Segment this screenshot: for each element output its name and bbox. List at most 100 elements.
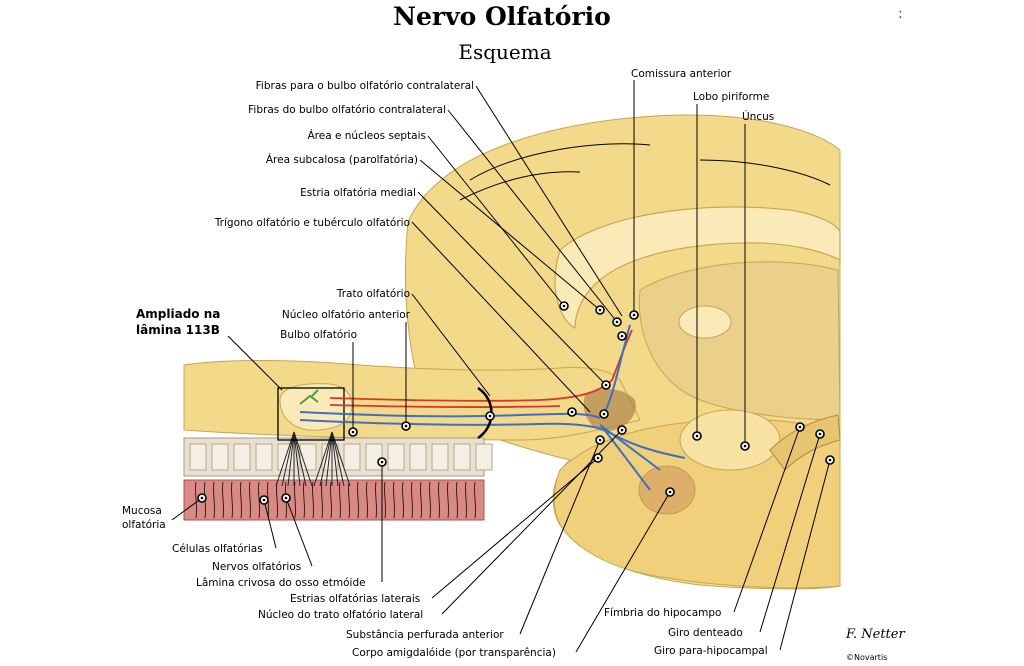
copyright-note: ©Novartis (846, 653, 887, 662)
olfactory-mucosa (183, 479, 485, 521)
olfactory-cell (194, 481, 198, 519)
gyrus-line (469, 143, 651, 181)
olfactory-cell (239, 481, 243, 519)
marker (377, 457, 387, 467)
bone-cells (189, 443, 493, 471)
marker (348, 427, 358, 437)
label-substancia: Substância perfurada anterior (346, 629, 504, 641)
label-bulbo: Bulbo olfatório (280, 329, 357, 341)
nasal-region (183, 387, 493, 521)
olfactory-cell (320, 481, 324, 519)
label-nervos: Nervos olfatórios (212, 561, 301, 573)
leader-fibras-do (447, 109, 618, 323)
olfactory-cell (473, 481, 477, 519)
marker (593, 453, 603, 463)
marker (197, 493, 207, 503)
label-nucleo-lateral: Núcleo do trato olfatório lateral (258, 609, 423, 621)
label-area-septais: Área e núcleos septais (307, 129, 426, 142)
olfactory-nerve-fiber (319, 431, 333, 487)
diagram-subtitle: Esquema (458, 40, 552, 64)
marker (595, 435, 605, 445)
olfactory-nerve-fiber (293, 431, 313, 487)
label-uncus: Úncus (742, 110, 774, 123)
marker (612, 317, 622, 327)
leader-giro-para (779, 459, 831, 651)
lateral-stria-fiber (604, 429, 686, 459)
bulb-neuron (299, 389, 319, 405)
olfactory-cell (221, 481, 225, 519)
bone-cell (255, 443, 273, 471)
olfactory-cell (437, 481, 441, 519)
leader-trato (411, 293, 491, 397)
olfactory-cell (446, 481, 450, 519)
olfactory-cell (428, 481, 432, 519)
diagram-title: Nervo Olfatório (393, 2, 611, 31)
olfactory-cell (329, 481, 333, 519)
olfactory-nerve-fiber (331, 431, 351, 487)
leader-celulas (263, 499, 277, 549)
fiber-pathways (299, 324, 686, 491)
medial-stria-fiber (604, 324, 631, 413)
marker (692, 431, 702, 441)
marker (599, 409, 609, 419)
uncus-bulge (679, 409, 781, 471)
olfactory-cell (419, 481, 423, 519)
callout-line-1: Ampliado na (136, 307, 220, 321)
leader-area-septais (427, 135, 565, 307)
leader-area-subcalosa (419, 159, 601, 311)
olfactory-nerve-fiber (281, 431, 295, 487)
gyrus-line (699, 159, 831, 186)
label-mucosa-1: Mucosa (122, 505, 162, 517)
olfactory-cells-row (194, 431, 477, 519)
afferent-fiber (299, 419, 606, 431)
marker (740, 441, 750, 451)
marker (617, 425, 627, 435)
artist-signature: F. Netter (845, 627, 905, 642)
leader-estria-medial (417, 191, 607, 386)
lateral-stria-fiber (602, 427, 651, 491)
marker (795, 422, 805, 432)
label-lamina: Lâmina crivosa do osso etmóide (196, 577, 366, 589)
label-giro-para: Giro para-hipocampal (654, 645, 768, 657)
olfactory-cell (293, 481, 297, 519)
marker (825, 455, 835, 465)
afferent-fiber (299, 411, 601, 419)
marker (401, 421, 411, 431)
callout-line-2: lâmina 113B (136, 323, 220, 337)
label-corpo-amigdaloide: Corpo amigdalóide (por transparência) (352, 647, 556, 659)
thalamic-region (638, 261, 841, 421)
label-mucosa-2: olfatória (122, 519, 166, 531)
leader-substancia (519, 439, 601, 635)
leader-ampliado (227, 335, 283, 391)
marker (617, 331, 627, 341)
olfactory-cell (401, 481, 405, 519)
marker (259, 495, 269, 505)
label-comissura: Comissura anterior (631, 68, 732, 80)
leader-trigono (411, 221, 591, 413)
olfactory-nerve-fiber (331, 431, 339, 487)
marker (567, 407, 577, 417)
efferent-fiber (329, 329, 633, 402)
leader-mucosa (171, 497, 203, 521)
olfactory-cell (464, 481, 468, 519)
leader-fibras-para (475, 85, 623, 317)
marker (485, 411, 495, 421)
bone-cell (211, 443, 229, 471)
leader-estrias-laterais (431, 457, 599, 599)
olfactory-cell (212, 481, 216, 519)
olfactory-cell (455, 481, 459, 519)
marker-dots (197, 301, 835, 505)
olfactory-nerve-fiber (287, 431, 295, 487)
bone-cell (343, 443, 361, 471)
olfactory-cell (248, 481, 252, 519)
marker (559, 301, 569, 311)
label-trigono: Trígono olfatório e tubérculo olfatório (214, 217, 410, 229)
label-estria-medial: Estria olfatória medial (300, 187, 416, 199)
anterior-commissure-body (678, 305, 732, 339)
label-lobo-piriforme: Lobo piriforme (693, 91, 769, 103)
olfactory-cell (302, 481, 306, 519)
bone-cell (431, 443, 449, 471)
olfactory-nerve-fiber (313, 431, 333, 487)
leader-corpo-amigdaloide (575, 491, 671, 653)
